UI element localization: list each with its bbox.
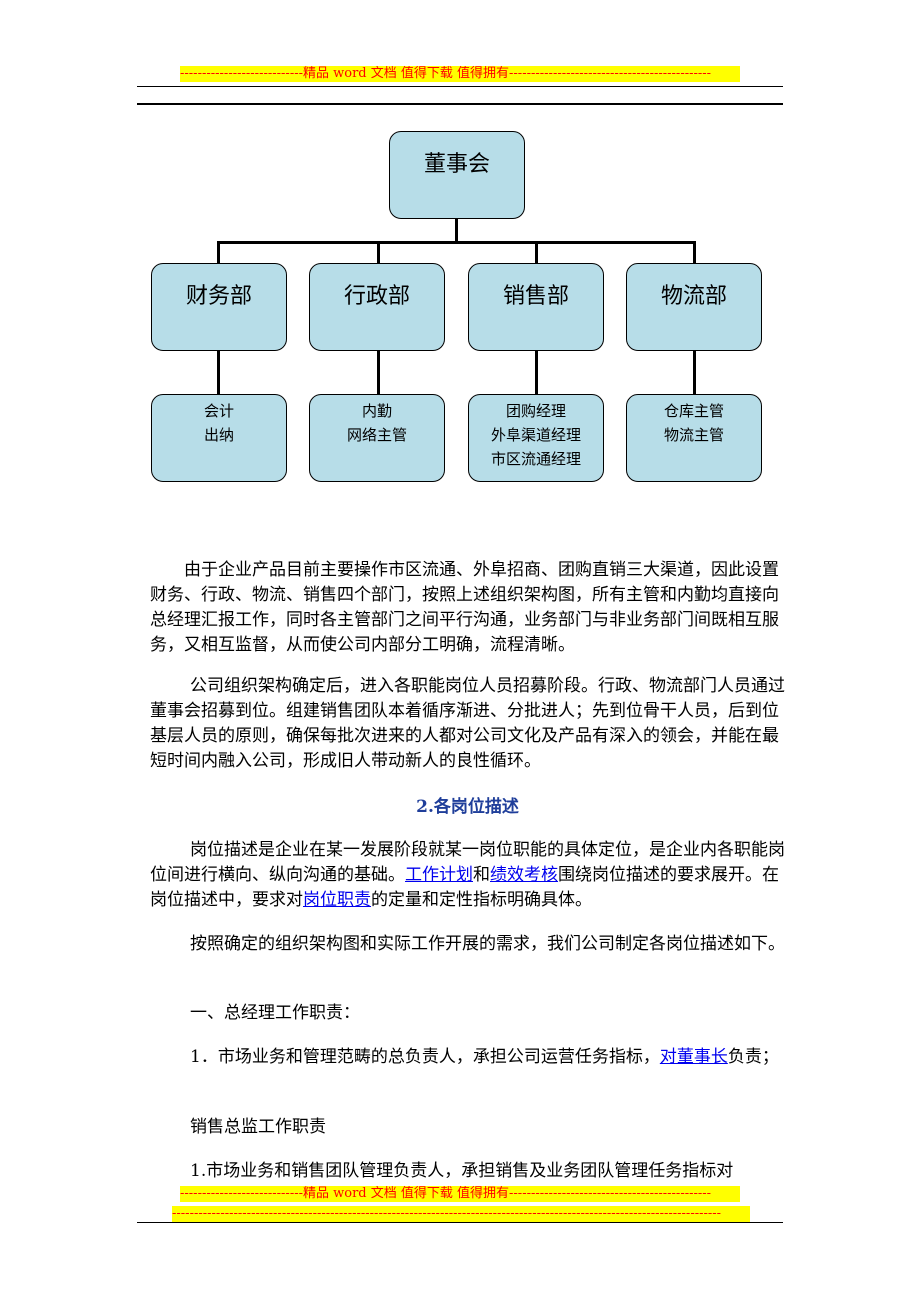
text-run: 负责； [727, 1047, 779, 1067]
paragraph-gm-title: 一、总经理工作职责： [190, 1003, 360, 1023]
link-job-duties[interactable]: 岗位职责 [303, 890, 371, 910]
role-label: 团购经理 [505, 402, 566, 420]
paragraph-recruitment: 公司组织架构确定后，进入各职能岗位人员招募阶段。行政、物流部门人员通过董事会招募… [150, 676, 785, 771]
connector-line [217, 241, 220, 263]
org-node-board: 董事会 [389, 131, 525, 219]
role-label: 网络主管 [346, 426, 407, 444]
role-label: 物流主管 [663, 426, 724, 444]
role-label: 市区流通经理 [490, 450, 581, 468]
paragraph-company-description: 按照确定的组织架构图和实际工作开展的需求，我们公司制定各岗位描述如下。 [190, 934, 785, 954]
footer-banner: ----------------------------精品 word 文档 值… [180, 1186, 740, 1202]
role-label: 仓库主管 [663, 402, 724, 420]
footer-rule [137, 1222, 783, 1223]
header-rule [137, 86, 783, 87]
org-node-admin-roles: 内勤 网络主管 [309, 394, 445, 482]
connector-line [693, 351, 696, 394]
connector-line [377, 241, 380, 263]
role-label: 会计 [203, 402, 234, 420]
text-run: 的定量和定性指标明确具体。 [371, 890, 592, 910]
connector-line [535, 241, 538, 263]
header-rule-thick [137, 103, 783, 105]
org-node-logistics-roles: 仓库主管 物流主管 [626, 394, 762, 482]
role-label: 内勤 [361, 402, 392, 420]
text-run: 和 [473, 865, 490, 885]
org-node-admin: 行政部 [309, 263, 445, 351]
section-heading: 2.各岗位描述 [416, 797, 519, 817]
org-node-logistics: 物流部 [626, 263, 762, 351]
text-run: 1．市场业务和管理范畴的总负责人，承担公司运营任务指标， [190, 1047, 660, 1067]
header-banner: ----------------------------精品 word 文档 值… [180, 66, 740, 82]
connector-line [455, 219, 458, 243]
paragraph-channels: 由于企业产品目前主要操作市区流通、外阜招商、团购直销三大渠道，因此设置财务、行政… [150, 560, 779, 655]
link-work-plan[interactable]: 工作计划 [405, 865, 473, 885]
footer-banner-dashes: ----------------------------------------… [172, 1206, 750, 1222]
connector-line [217, 351, 220, 394]
connector-line [217, 241, 696, 244]
role-label: 出纳 [203, 426, 234, 444]
paragraph-sales-director-title: 销售总监工作职责 [190, 1117, 326, 1137]
text-run: 岗位描述是企业在某一发展阶段就某一岗位职能的具体定位，是企业内各职能岗位间进行横… [150, 840, 785, 885]
paragraph-gm-duty: 1．市场业务和管理范畴的总负责人，承担公司运营任务指标，对董事长负责； [150, 1045, 785, 1070]
connector-line [693, 241, 696, 263]
paragraph-sales-director-duty: 1.市场业务和销售团队管理负责人，承担销售及业务团队管理任务指标对 [190, 1161, 734, 1181]
link-performance-review[interactable]: 绩效考核 [490, 865, 558, 885]
text-run: 围绕岗位描述的要求展开。在岗位描述中，要求对 [150, 865, 779, 910]
link-to-chairman[interactable]: 对董事长 [659, 1047, 728, 1067]
org-node-sales-roles: 团购经理 外阜渠道经理 市区流通经理 [468, 394, 604, 482]
connector-line [535, 351, 538, 394]
org-node-sales: 销售部 [468, 263, 604, 351]
role-label: 外阜渠道经理 [490, 426, 581, 444]
paragraph-job-description: 岗位描述是企业在某一发展阶段就某一岗位职能的具体定位，是企业内各职能岗位间进行横… [150, 838, 785, 913]
org-node-finance-roles: 会计 出纳 [151, 394, 287, 482]
connector-line [377, 351, 380, 394]
org-node-finance: 财务部 [151, 263, 287, 351]
